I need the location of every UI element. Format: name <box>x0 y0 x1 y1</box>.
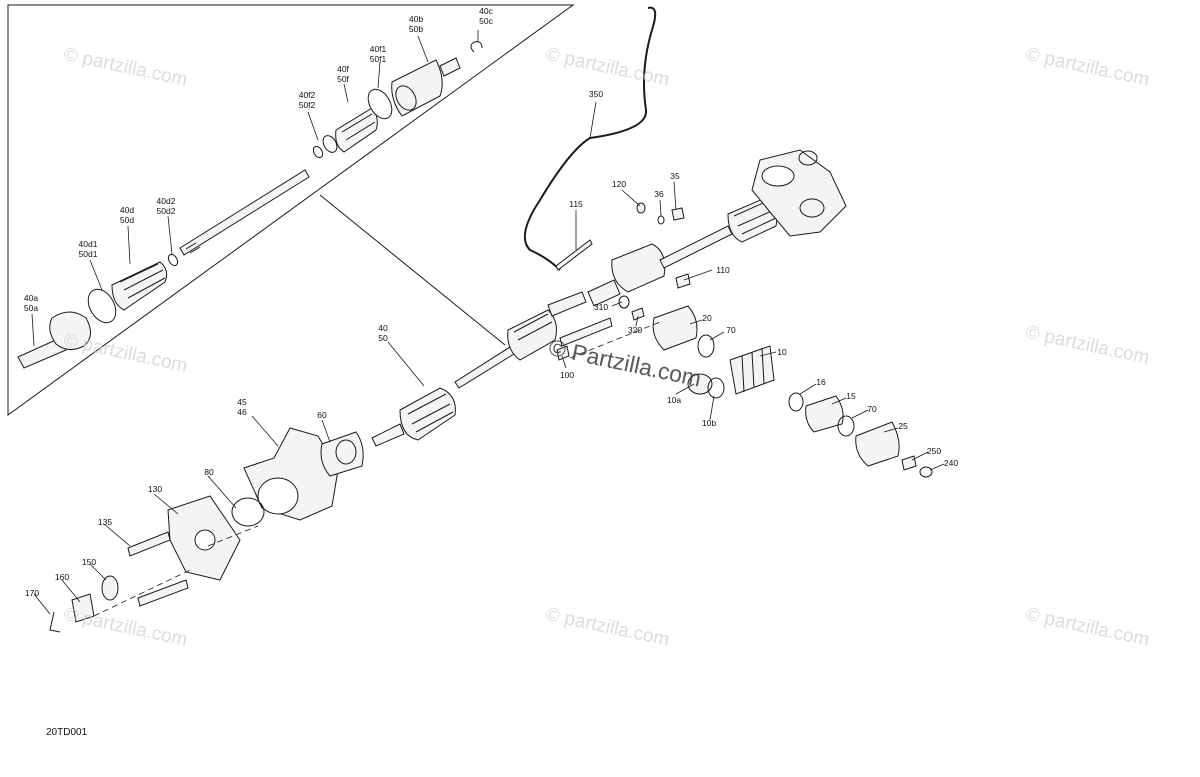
callout-10a: 10a <box>666 395 682 405</box>
callout-10: 10 <box>777 347 787 357</box>
callout-350: 350 <box>588 89 604 99</box>
inset-shaft-assembly <box>17 41 483 369</box>
callout-15: 15 <box>846 391 856 401</box>
vent-tube <box>523 6 657 271</box>
callout-100: 100 <box>559 370 575 380</box>
callout-25: 25 <box>898 421 908 431</box>
knuckle-and-hub <box>49 427 364 633</box>
callout-130: 130 <box>147 484 163 494</box>
leader-lines <box>31 30 945 615</box>
callout-10b: 10b <box>701 418 717 428</box>
callout-170: 170 <box>24 588 40 598</box>
callout-70: 70 <box>726 325 736 335</box>
callout-160: 160 <box>54 572 70 582</box>
callout-16: 16 <box>816 377 826 387</box>
callout-70b: 70 <box>867 404 877 414</box>
inset-connector <box>319 194 506 346</box>
callout-120: 120 <box>611 179 627 189</box>
upper-shaft-and-differential <box>587 149 847 307</box>
callout-110: 110 <box>716 265 730 275</box>
callout-36: 36 <box>654 189 664 199</box>
dashed-guide-lines <box>93 321 661 617</box>
callout-320: 320 <box>627 325 643 335</box>
callout-35: 35 <box>670 171 680 181</box>
diagram-code: 20TD001 <box>46 727 88 738</box>
callout-20: 20 <box>702 313 712 323</box>
callout-310: 310 <box>593 302 609 312</box>
callout-80: 80 <box>204 467 214 477</box>
callout-60: 60 <box>317 410 327 420</box>
small-hardware <box>555 202 691 361</box>
callout-240: 240 <box>943 458 959 468</box>
callout-250: 250 <box>926 446 942 456</box>
coupler-and-bearings <box>652 305 933 478</box>
inset-frame <box>7 4 575 416</box>
callout-135: 135 <box>97 517 113 527</box>
callout-115: 115 <box>569 199 583 209</box>
callout-150: 150 <box>81 557 97 567</box>
main-drive-shaft <box>371 291 613 447</box>
